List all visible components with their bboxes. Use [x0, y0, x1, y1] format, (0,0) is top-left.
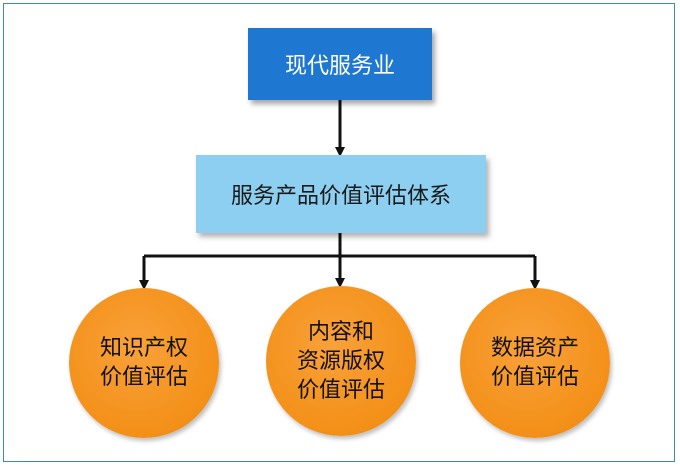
child-1-line-2: 价值评估 — [99, 365, 188, 390]
child-node-content-copyright-valuation: 内容和 资源版权 价值评估 — [266, 286, 416, 436]
child-1-line-1: 知识产权 — [99, 336, 188, 361]
child-3-line-1: 数据资产 — [490, 336, 579, 361]
root-node-modern-services: 现代服务业 — [248, 28, 432, 100]
child-3-line-2: 价值评估 — [490, 365, 579, 390]
child-2-line-3: 价值评估 — [296, 377, 385, 403]
child-node-ip-valuation: 知识产权 价值评估 — [69, 288, 219, 438]
system-node-valuation-system: 服务产品价值评估体系 — [196, 155, 486, 233]
root-node-label: 现代服务业 — [284, 54, 395, 79]
child-node-data-asset-valuation: 数据资产 价值评估 — [460, 288, 610, 438]
system-node-label: 服务产品价值评估体系 — [230, 184, 451, 209]
child-2-line-1: 内容和 — [307, 319, 374, 345]
child-2-line-2: 资源版权 — [296, 348, 385, 374]
